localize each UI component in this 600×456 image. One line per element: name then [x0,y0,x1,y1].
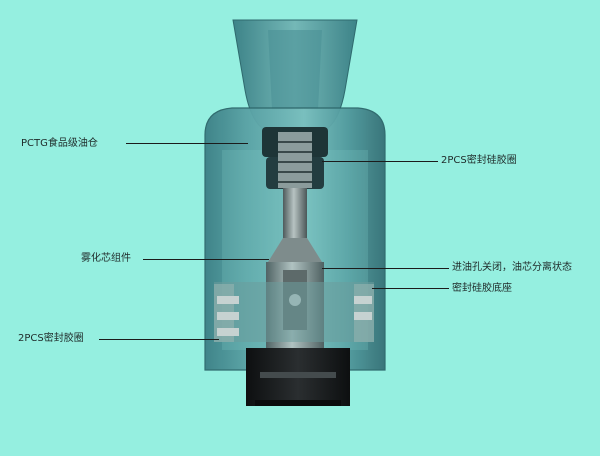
leader-oil-hole-state [322,268,449,269]
label-oil-hole-state: 进油孔关闭，油芯分离状态 [452,262,572,273]
silicone-base [214,282,374,342]
air-tube [283,188,307,238]
leader-tank-material [126,143,248,144]
label-coil-assembly: 雾化芯组件 [81,253,131,264]
leader-bottom-seal [99,339,219,340]
leader-coil-assembly [143,259,269,260]
label-tank-material: PCTG食品级油仓 [21,138,98,149]
top-seal-rings [262,127,328,189]
leader-seal-base [372,288,449,289]
label-seal-base: 密封硅胶底座 [452,283,512,294]
label-top-seal: 2PCS密封硅胶圈 [441,155,517,166]
bottom-seal-rings [217,296,372,336]
label-bottom-seal: 2PCS密封胶圈 [18,333,84,344]
leader-top-seal [322,161,438,162]
